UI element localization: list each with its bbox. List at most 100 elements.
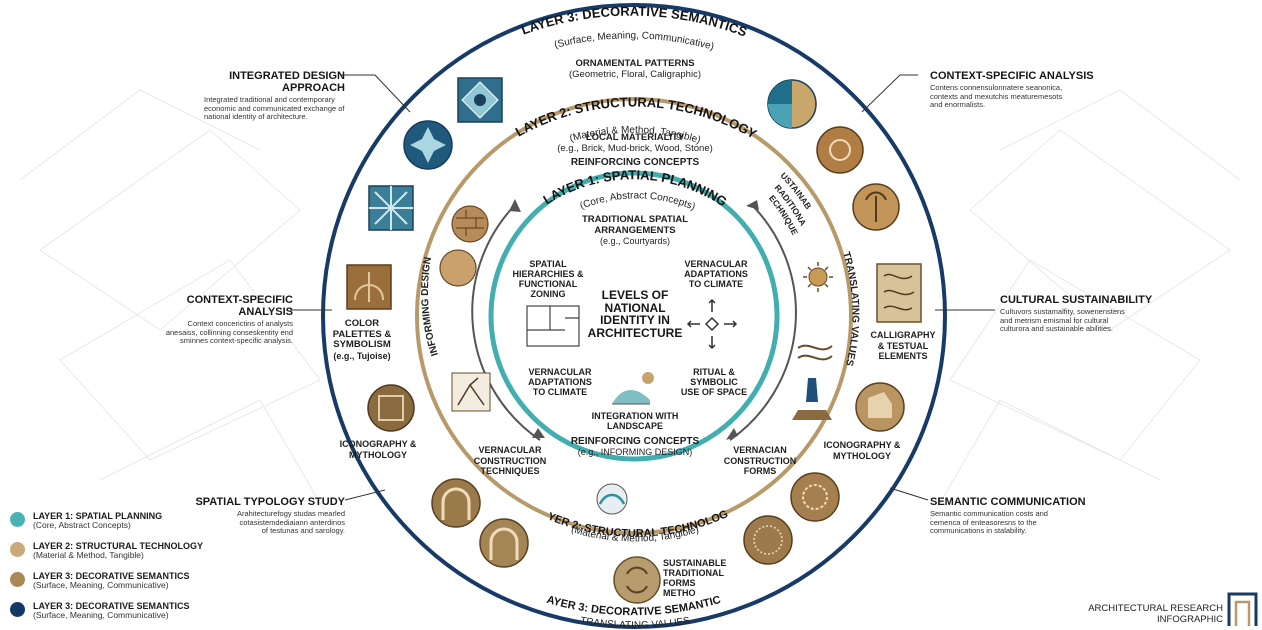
outer-ring-subtitle: (Surface, Meaning, Communicative)	[553, 30, 715, 52]
legend-title: LAYER 3: DECORATIVE SEMANTICS	[33, 571, 190, 581]
legend-swatch	[10, 572, 25, 587]
brand-text: ARCHITECTURAL RESEARCH INFOGRAPHIC	[1075, 603, 1223, 625]
spatial-hierarchies-line-1: SPATIAL	[529, 259, 567, 269]
ornamental-patterns-block: ORNAMENTAL PATTERNS (Geometric, Floral, …	[535, 58, 735, 80]
stf-line-1: SUSTAINABLE	[663, 558, 727, 568]
vernacular-bl-line-1: VERNACULAR	[528, 367, 592, 377]
callout-semantic-communication: SEMANTIC COMMUNICATION Semantic communic…	[930, 496, 1100, 536]
brand-line-1: ARCHITECTURAL RESEARCH	[1088, 603, 1223, 614]
arch-medallion-icon	[431, 478, 481, 528]
iconography-right-line-1: ICONOGRAPHY &	[823, 440, 901, 450]
svg-text:(Core, Abstract Concepts): (Core, Abstract Concepts)	[578, 190, 696, 213]
outer-ring-bottom-subtitle: TRANSLATING VALUES	[579, 615, 691, 630]
lattice-tile-icon	[368, 185, 414, 231]
callout-line: anesaiss, collinning conseskentity end	[165, 327, 293, 337]
callout-line: Semantic communication costs and	[930, 509, 1048, 518]
pie-chart-icon	[767, 79, 817, 129]
callout-integrated-design: INTEGRATED DESIGN APPROACH Integrated tr…	[180, 70, 345, 122]
svg-text:(Surface, Meaning, Communicati: (Surface, Meaning, Communicative)	[553, 30, 715, 52]
center-title-line-3: IDENTITY IN	[600, 313, 670, 327]
local-materiality-text: (e.g., Brick, Mud-brick, Wood, Stone)	[557, 143, 713, 154]
vct-line-3: TECHNIQUES	[480, 466, 540, 476]
reinforcing-bottom-sub: (e.g., INFORMING DESIGN)	[577, 447, 693, 457]
callout-title: SPATIAL TYPOLOGY STUDY	[195, 496, 345, 508]
traditional-spatial-title-2: ARRANGEMENTS	[594, 224, 676, 236]
callout-line: national identity of architecture.	[204, 112, 308, 121]
callout-line: Arahitecturefogy studas mearled	[237, 509, 345, 518]
spatial-hierarchies-line-4: ZONING	[530, 289, 566, 299]
ornamental-patterns-text: (Geometric, Floral, Caligraphic)	[569, 69, 701, 80]
legend-item: LAYER 3: DECORATIVE SEMANTICS (Surface, …	[10, 601, 190, 621]
callout-cultural-sustainability: CULTURAL SUSTAINABILITY Cultuvors sustam…	[1000, 294, 1170, 334]
stf-line-3: FORMS	[663, 578, 696, 588]
stf-line-4: METHO	[663, 588, 696, 598]
svg-text:LAYER 1: SPATIAL PLANNING: LAYER 1: SPATIAL PLANNING	[540, 167, 729, 209]
callout-title: SEMANTIC COMMUNICATION	[930, 496, 1086, 508]
ritual-line-1: RITUAL &	[693, 367, 735, 377]
iconography-left-label: ICONOGRAPHY & MYTHOLOGY	[328, 439, 428, 460]
callout-line: cotasistemdediaiann anterdinos	[239, 517, 345, 527]
callout-line: contexts and mexutchis meaturemesots	[930, 91, 1063, 101]
callout-line: of testunas and sarology.	[261, 526, 345, 535]
star-tile-icon	[403, 120, 453, 170]
landscape-icon	[612, 372, 654, 405]
spatial-hierarchies-line-2: HIERARCHIES &	[512, 269, 584, 279]
expand-arrows-icon	[686, 298, 738, 350]
vernacular-construction-techniques-label: VERNACULAR CONSTRUCTION TECHNIQUES	[465, 445, 555, 477]
brand-line-2: INFOGRAPHIC	[1157, 613, 1223, 625]
calligraphy-line-1: CALLIGRAPHY	[870, 330, 936, 340]
vernacular-adaptations-bl-label: VERNACULAR ADAPTATIONS TO CLIMATE	[520, 367, 600, 397]
layer3-outer-ring	[321, 3, 947, 629]
reinforcing-concepts-bottom: REINFORCING CONCEPTS (e.g., INFORMING DE…	[550, 436, 720, 457]
ritual-symbolic-label: RITUAL & SYMBOLIC USE OF SPACE	[674, 367, 754, 397]
center-title-line-2: NATIONAL	[604, 300, 666, 315]
sustainable-forms-label: SUSTAINABLE TRADITIONAL FORMS METHO	[663, 558, 743, 598]
rosette-medallion-icon	[790, 472, 840, 522]
legend-swatch	[10, 602, 25, 617]
callout-title: CONTEXT-SPECIFIC ANALYSIS	[186, 294, 293, 318]
flow-arrows	[471, 204, 797, 441]
legend-item: LAYER 2: STRUCTURAL TECHNOLOGY (Material…	[10, 541, 203, 561]
reinforcing-concepts-top: REINFORCING CONCEPTS	[570, 157, 700, 168]
iconography-right-label: ICONOGRAPHY & MYTHOLOGY	[812, 440, 912, 461]
vct-line-1: VERNACULAR	[478, 445, 542, 455]
legend-title: LAYER 3: DECORATIVE SEMANTICS	[33, 601, 190, 611]
inner-ring-subtitle: (Core, Abstract Concepts)	[578, 190, 696, 213]
ornamental-patterns-title: ORNAMENTAL PATTERNS	[575, 58, 695, 69]
legend-sub: (Surface, Meaning, Communicative)	[33, 580, 169, 590]
legend-title: LAYER 1: SPATIAL PLANNING	[33, 511, 163, 521]
callout-title: CULTURAL SUSTAINABILITY	[1000, 294, 1153, 306]
spatial-hierarchies-line-3: FUNCTIONAL	[518, 279, 578, 289]
layer1-inner-ring	[488, 170, 780, 462]
construction-sketch-icon	[451, 372, 491, 412]
calligraphy-panel-icon	[876, 263, 922, 323]
callout-line: cemenca of enteasoresns to the	[930, 517, 1037, 527]
integration-landscape-label: INTEGRATION WITH LANDSCAPE	[580, 411, 690, 431]
vct-line-2: CONSTRUCTION	[473, 455, 547, 466]
arrow-head-icon	[746, 200, 759, 210]
vernacular-tr-line-2: ADAPTATIONS	[684, 269, 748, 279]
vernacian-construction-forms-label: VERNACIAN CONSTRUCTION FORMS	[715, 445, 805, 477]
legend-swatch	[10, 512, 25, 527]
floor-plan-icon	[526, 305, 580, 347]
background-line-pattern	[19, 89, 1241, 521]
color-line-2: PALETTES &	[332, 328, 392, 340]
callout-line: Cultuvors sustamalfity, sowenenstens	[1000, 307, 1125, 316]
center-title-line-1: LEVELS OF	[601, 288, 669, 302]
arrow-head-icon	[726, 428, 738, 440]
callout-line: Contens connensulonnatere seanonica,	[930, 83, 1063, 92]
reinforcing-bottom-title: REINFORCING CONCEPTS	[570, 436, 700, 447]
sun-icon	[803, 262, 833, 292]
arrow-head-icon	[509, 199, 521, 212]
wind-icon	[797, 344, 833, 361]
iconography-left-line-2: MYTHOLOGY	[349, 449, 407, 460]
color-line-3: SYMBOLISM	[333, 339, 391, 350]
vernacular-tr-line-3: TO CLIMATE	[688, 279, 744, 289]
callout-line: and metrism emismal for cultural	[1000, 315, 1109, 325]
mudbrick-icon	[439, 249, 477, 287]
vcf-line-1: VERNACIAN	[733, 445, 787, 455]
carved-panel-icon	[346, 264, 392, 310]
traditional-spatial-block: TRADITIONAL SPATIAL ARRANGEMENTS (e.g., …	[565, 214, 705, 246]
callout-context-left: CONTEXT-SPECIFIC ANALYSIS Context concer…	[133, 294, 293, 346]
